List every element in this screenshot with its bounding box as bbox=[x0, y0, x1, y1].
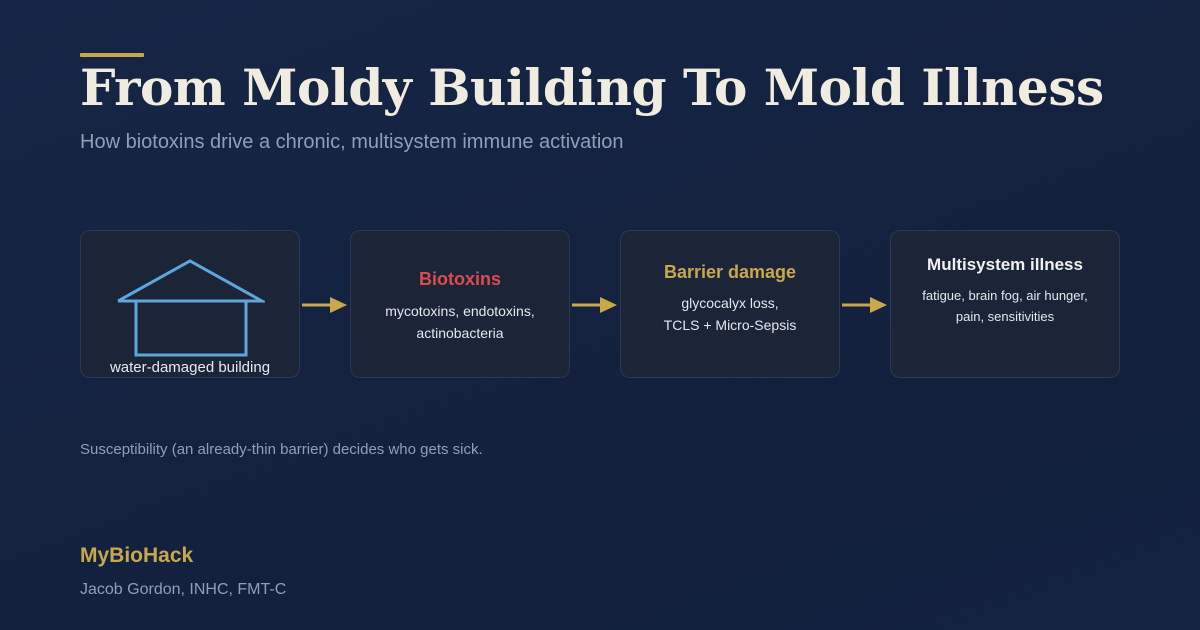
biotoxins-description: mycotoxins, endotoxins, actinobacteria bbox=[359, 300, 561, 344]
flow-step-building: water-damaged building bbox=[80, 230, 300, 378]
biotoxins-title: Biotoxins bbox=[418, 269, 501, 289]
author-credit: Jacob Gordon, INHC, FMT-C bbox=[80, 581, 287, 598]
title-accent-bar bbox=[80, 53, 144, 57]
susceptibility-note: Susceptibility (an already-thin barrier)… bbox=[80, 441, 483, 458]
biotoxins-line-2: actinobacteria bbox=[416, 325, 504, 341]
arrow-right-icon bbox=[572, 297, 617, 313]
flow-step-barrier-damage: Barrier damage glycocalyx loss, TCLS + M… bbox=[620, 230, 840, 378]
building-caption: water-damaged building bbox=[109, 359, 271, 376]
flow-step-multisystem-illness: Multisystem illness fatigue, brain fog, … bbox=[890, 230, 1120, 378]
arrow-right-icon bbox=[842, 297, 887, 313]
barrier-damage-line-1: glycocalyx loss, bbox=[681, 295, 779, 311]
multisystem-illness-title: Multisystem illness bbox=[927, 255, 1083, 274]
page-subtitle: How biotoxins drive a chronic, multisyst… bbox=[80, 131, 624, 153]
multisystem-illness-line-1: fatigue, brain fog, air hunger, bbox=[922, 288, 1088, 303]
brand-name: MyBioHack bbox=[80, 544, 194, 567]
page-title: From Moldy Building To Mold Illness bbox=[80, 58, 1104, 117]
flow-step-biotoxins: Biotoxins mycotoxins, endotoxins, actino… bbox=[350, 230, 570, 378]
multisystem-illness-line-2: pain, sensitivities bbox=[955, 309, 1055, 324]
house-outline-icon bbox=[117, 259, 265, 357]
arrow-right-icon bbox=[302, 297, 347, 313]
barrier-damage-title: Barrier damage bbox=[663, 262, 797, 282]
barrier-damage-line-2: TCLS + Micro-Sepsis bbox=[663, 317, 797, 333]
multisystem-illness-description: fatigue, brain fog, air hunger, pain, se… bbox=[899, 285, 1111, 327]
biotoxins-line-1: mycotoxins, endotoxins, bbox=[385, 303, 535, 319]
barrier-damage-description: glycocalyx loss, TCLS + Micro-Sepsis bbox=[629, 292, 831, 336]
